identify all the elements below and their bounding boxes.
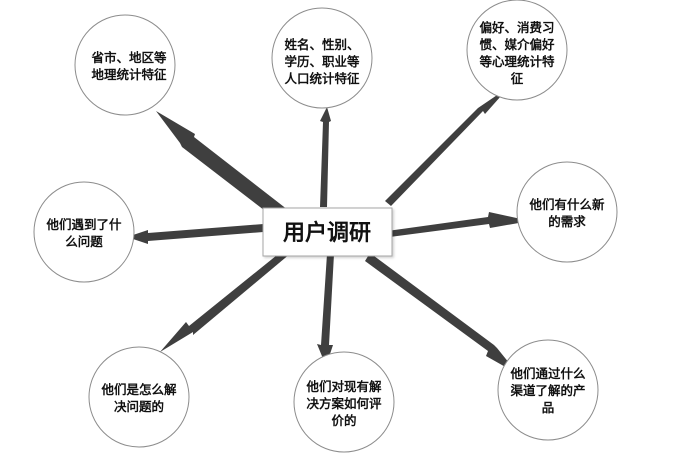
svg-text:他们对现有解决方案如何评价的: 他们对现有解决方案如何评价的 (305, 379, 382, 428)
arrow-to-evaluation (317, 254, 334, 366)
node-new-needs-line-2: 的需求 (548, 214, 586, 229)
arrow-to-solve (160, 247, 291, 352)
arrow-to-demo (320, 107, 331, 207)
center-box (262, 207, 393, 257)
node-psych-line-1: 偏好、消费习 (479, 20, 554, 35)
circles-layer (33, 0, 618, 453)
node-geo-line-2: 地理统计特征 (91, 67, 167, 82)
node-problems-text: 他们遇到了什么问题 (45, 217, 122, 249)
node-new-needs-circle (516, 161, 618, 263)
node-psych-circle (466, 0, 568, 101)
node-demo-line-1: 姓名、性别、 (283, 37, 359, 52)
svg-text:他们是怎么解决问题的: 他们是怎么解决问题的 (100, 382, 177, 414)
arrow-to-new-needs (380, 212, 530, 238)
node-geo-line-1: 省市、地区等 (90, 50, 167, 65)
node-new-needs-line-1: 他们有什么新 (528, 197, 605, 212)
arrow-to-psych (385, 87, 509, 206)
svg-text:姓名、性别、学历、职业等人口统计特征: 姓名、性别、学历、职业等人口统计特征 (283, 37, 360, 86)
arrow-to-problems (127, 223, 276, 244)
arrow-to-geo (156, 111, 288, 220)
node-channel-line-3: 品 (542, 400, 555, 415)
node-psych-text: 偏好、消费习惯、媒介偏好等心理统计特征 (478, 20, 555, 86)
node-demo-circle (271, 7, 373, 109)
arrow-to-channel (365, 253, 518, 374)
node-solve-text: 他们是怎么解决问题的 (100, 382, 177, 414)
node-problems-line-1: 他们遇到了什 (45, 217, 122, 232)
node-solve-line-1: 他们是怎么解 (100, 382, 177, 397)
node-evaluation-circle (293, 351, 395, 453)
node-demo-line-2: 学历、职业等 (284, 54, 360, 69)
node-demo-text: 姓名、性别、学历、职业等人口统计特征 (283, 37, 360, 86)
node-solve-circle (88, 346, 190, 448)
node-geo-circle (74, 14, 176, 116)
node-problems-circle (33, 181, 135, 283)
svg-text:他们通过什么渠道了解的产品: 他们通过什么渠道了解的产品 (509, 366, 586, 415)
node-psych-line-2: 惯、媒介偏好 (479, 37, 555, 52)
node-demo-line-3: 人口统计特征 (284, 71, 360, 86)
node-evaluation-line-2: 决方案如何评 (306, 396, 382, 411)
node-evaluation-line-1: 他们对现有解 (305, 379, 382, 394)
center-label: 用户调研 (283, 220, 371, 246)
node-channel-line-2: 渠道了解的产 (510, 383, 585, 398)
node-geo-text: 省市、地区等地理统计特征 (90, 50, 167, 82)
node-channel-line-1: 他们通过什么 (509, 366, 586, 381)
node-channel-text: 他们通过什么渠道了解的产品 (509, 366, 586, 415)
svg-text:偏好、消费习惯、媒介偏好等心理统计特征: 偏好、消费习惯、媒介偏好等心理统计特征 (478, 20, 555, 86)
node-new-needs-text: 他们有什么新的需求 (528, 197, 605, 229)
node-solve-line-2: 决问题的 (114, 399, 164, 414)
node-psych-line-3: 等心理统计特 (478, 54, 555, 69)
node-problems-line-2: 么问题 (65, 234, 103, 249)
svg-text:省市、地区等地理统计特征: 省市、地区等地理统计特征 (90, 50, 167, 82)
node-psych-line-4: 征 (511, 71, 524, 86)
svg-text:他们遇到了什么问题: 他们遇到了什么问题 (45, 217, 122, 249)
node-evaluation-text: 他们对现有解决方案如何评价的 (305, 379, 382, 428)
arrows-layer (127, 87, 530, 374)
node-channel-circle (497, 339, 599, 441)
svg-text:他们有什么新的需求: 他们有什么新的需求 (528, 197, 605, 229)
node-evaluation-line-3: 价的 (331, 413, 356, 428)
